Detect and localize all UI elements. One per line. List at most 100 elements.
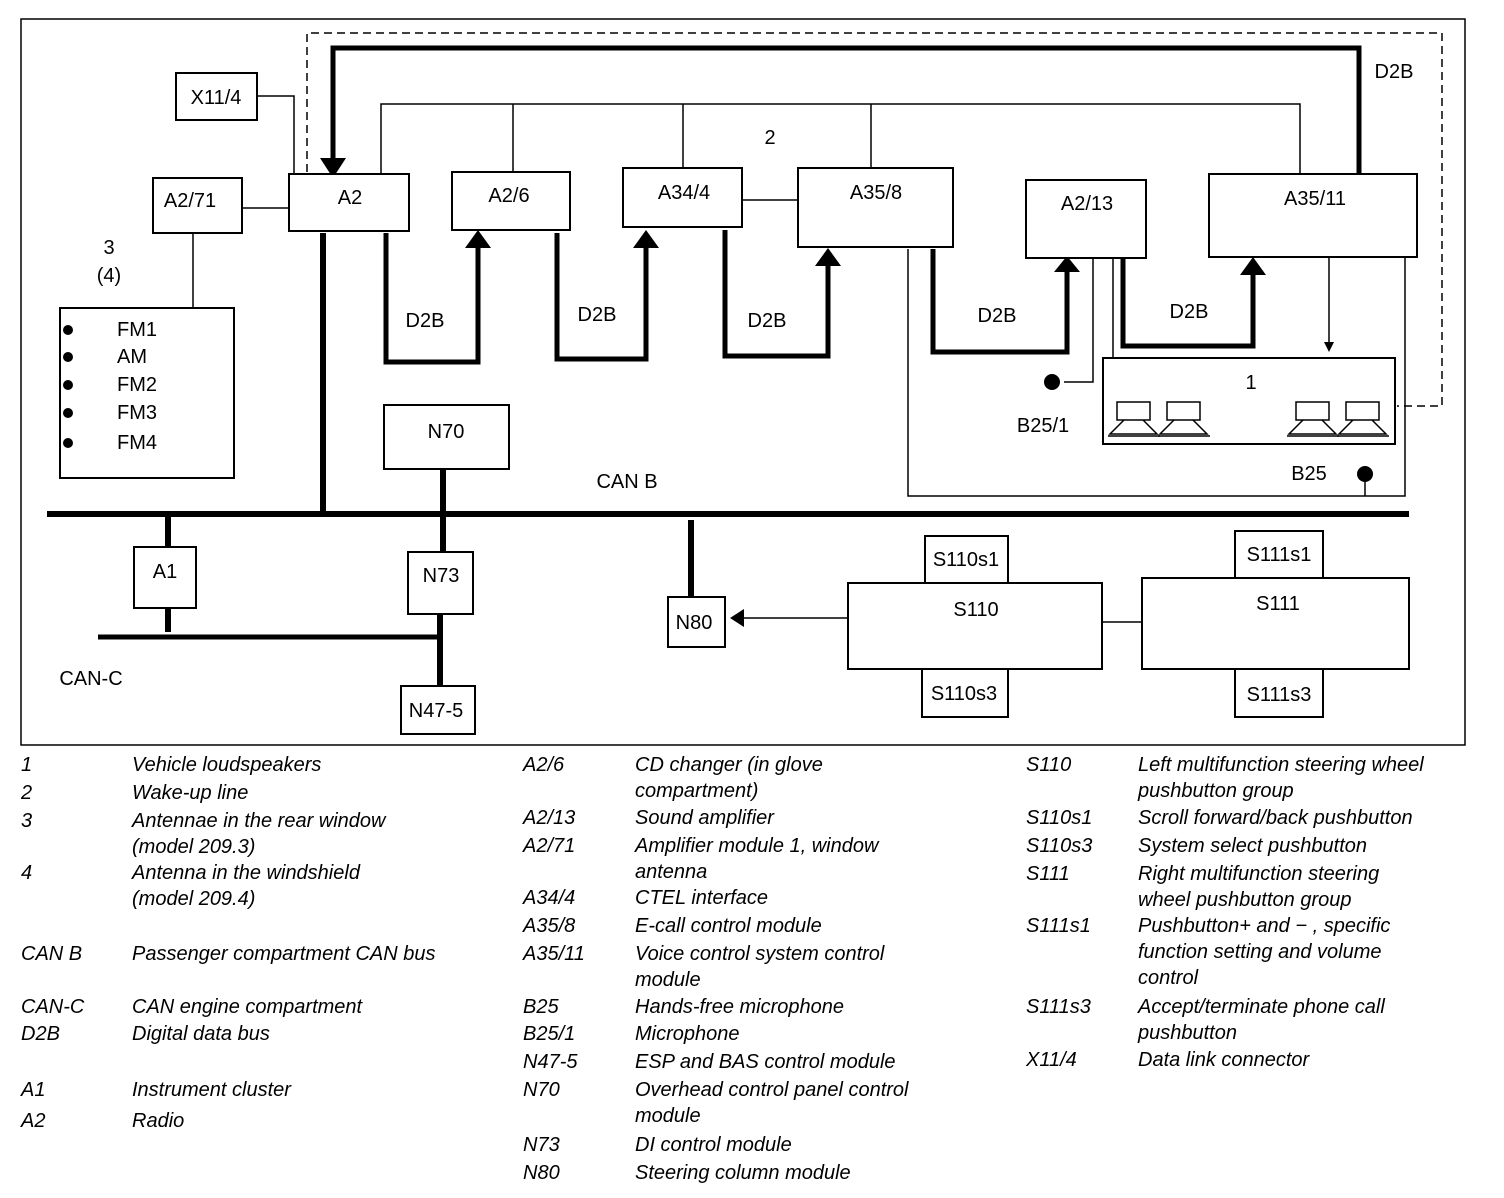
legend-key: S111s1 [1026,915,1091,937]
d2b-label-3: D2B [748,310,787,332]
b25-1-microphone-icon [1044,374,1060,390]
band-am: AM [117,346,147,368]
legend-desc: Overhead control panel control module [635,1079,909,1127]
band-fm3: FM3 [117,402,157,424]
legend-desc: Vehicle loudspeakers [132,754,322,776]
legend-desc: Scroll forward/back pushbutton [1138,807,1413,829]
legend-key: N73 [523,1134,560,1156]
d2b-arrow-into-a35-8 [815,248,841,266]
b25-loop-line [907,249,1406,497]
s110s3-label: S110s3 [931,683,997,705]
legend-desc: Digital data bus [132,1023,270,1045]
d2b-return-line [330,45,1362,174]
can-c-label: CAN-C [59,668,122,690]
legend-key: S110 [1026,754,1072,776]
x11-4-connection [257,95,295,174]
s111s1-box [1234,530,1324,579]
legend-key: D2B [21,1023,60,1045]
legend-key: N47-5 [523,1051,578,1073]
s110-box [847,582,1103,670]
wake-up-line-label: 2 [764,127,775,149]
legend-desc: Left multifunction steering wheel pushbu… [1138,754,1424,802]
d2b-a2-13-a35-11 [1120,259,1256,349]
d2b-arrow-into-a2 [320,158,346,178]
d2b-arrow-into-a35-11 [1240,257,1266,275]
legend-desc: ESP and BAS control module [635,1051,896,1073]
n80-box [667,596,726,648]
antenna-alt-number-label: (4) [97,265,121,287]
d2b-label-4: D2B [978,305,1017,327]
can-b-label: CAN B [596,471,657,493]
s111-box [1141,577,1410,670]
b25-label: B25 [1291,463,1327,485]
legend-desc: Antenna in the windshield (model 209.4) [132,862,360,910]
d2b-arrow-into-a34-4 [633,230,659,248]
s111-label: S111 [1256,593,1300,615]
legend-desc: Hands-free microphone [635,996,844,1018]
s110s1-box [924,535,1009,584]
wiring-diagram: X11/4 A2/71 A2 A2/6 A34/4 A35/8 A2/13 A3… [20,18,1466,746]
n73-box [407,551,474,615]
arrow-into-n80 [730,609,744,627]
legend-key: N80 [523,1162,560,1184]
legend-desc: System select pushbutton [1138,835,1368,857]
legend-desc: DI control module [635,1134,792,1156]
a1-label: A1 [153,561,177,583]
bullet-icon [63,380,73,390]
legend-desc: CAN engine compartment [132,996,363,1018]
s110-label: S110 [953,599,998,621]
loudspeaker-icon [1108,401,1160,437]
legend-desc: Antennae in the rear window (model 209.3… [132,810,386,858]
legend-key: X11/4 [1026,1049,1077,1071]
legend-desc: Data link connector [1138,1049,1310,1071]
legend-desc: Radio [132,1110,185,1132]
x11-4-label: X11/4 [191,87,242,109]
bullet-icon [63,325,73,335]
legend-key: CAN B [21,943,83,965]
speakers-label: 1 [1245,372,1256,394]
a2-13-box [1025,179,1147,259]
band-fm1: FM1 [117,319,157,341]
legend-desc: Instrument cluster [132,1079,291,1101]
legend-key: 3 [21,810,33,832]
n47-5-box [400,685,476,735]
a35-11-label: A35/11 [1284,188,1346,210]
legend-desc: Voice control system control module [635,943,885,991]
legend-desc: CTEL interface [635,887,769,909]
legend-key: 1 [21,754,33,776]
legend-desc: CD changer (in glove compartment) [635,754,823,802]
antenna-box [59,307,235,479]
loudspeaker-icon [1158,401,1210,437]
legend-key: B25/1 [523,1023,576,1045]
s111s1-label: S111s1 [1247,544,1312,566]
a2-6-label: A2/6 [488,185,529,207]
s111s3-label: S111s3 [1247,684,1312,706]
speakers-box [1102,357,1396,445]
n80-label: N80 [676,612,713,634]
legend-key: A34/4 [523,887,576,909]
legend-key: S110s1 [1026,807,1093,829]
d2b-a2-6-a34-4 [554,233,649,362]
band-fm2: FM2 [117,374,157,396]
a2-13-label: A2/13 [1061,193,1113,215]
a34-4-box [622,167,743,228]
a35-8-label: A35/8 [850,182,902,204]
band-fm4: FM4 [117,432,157,454]
a34-4-label: A34/4 [658,182,710,204]
legend-desc: Right multifunction steering wheel pushb… [1138,863,1380,911]
legend-key: A2/71 [523,835,576,857]
legend-key: A2/13 [523,807,576,829]
wake-up-line [380,103,1301,174]
legend-key: S111 [1026,863,1070,885]
x11-4-box [175,72,258,121]
legend-desc: Steering column module [635,1162,851,1184]
legend-key: A35/8 [523,915,576,937]
legend-desc: Pushbutton+ and − , specific function se… [1138,915,1391,989]
legend-key: CAN-C [21,996,85,1018]
legend-desc: Sound amplifier [635,807,774,829]
b25-1-connection [1064,259,1094,383]
a2-label: A2 [338,187,362,209]
a2-box [288,173,410,232]
d2b-label-2: D2B [578,304,617,326]
s111s3-box [1234,668,1324,718]
